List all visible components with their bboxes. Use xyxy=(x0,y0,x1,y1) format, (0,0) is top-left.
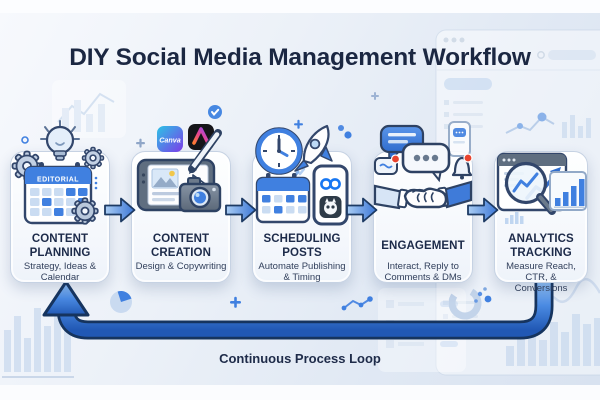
chat-notification-icon xyxy=(374,154,401,175)
background-bar-chart-left xyxy=(2,300,74,378)
calendar-grid xyxy=(30,188,88,216)
plus-mark-decoration xyxy=(136,138,145,148)
bell-notification-icon xyxy=(451,153,473,180)
gear-icon xyxy=(71,197,99,225)
pie-chart-decoration xyxy=(110,291,132,313)
bar-chart-panel xyxy=(549,171,587,211)
clock-rocket-calendar-phone-icon xyxy=(255,119,349,226)
dot-decoration xyxy=(344,131,352,139)
flow-arrow-right-icon xyxy=(346,197,378,223)
step-card-scheduling-posts: SCHEDULING POSTS Automate Publishing & T… xyxy=(252,119,352,284)
step-card-content-creation: Canva xyxy=(131,124,231,283)
mini-bars-decoration xyxy=(505,212,524,224)
mini-calendar xyxy=(255,173,311,224)
step-subtitle: Design & Copywriting xyxy=(135,261,227,272)
handshake-icon xyxy=(373,180,473,210)
dot-decoration xyxy=(338,125,344,131)
hootsuite-logo-icon xyxy=(319,196,342,218)
canva-badge-icon: Canva xyxy=(157,126,183,152)
step-title: ANALYTICS TRACKING xyxy=(508,233,574,259)
handshake-chat-bubbles-icon xyxy=(373,121,473,210)
flow-arrow-right-icon xyxy=(225,197,257,223)
flow-arrow-right-icon xyxy=(104,197,136,223)
flow-arrow-right-icon xyxy=(467,197,499,223)
plus-sparkle-icon xyxy=(294,119,303,129)
camera-icon xyxy=(178,177,222,213)
magnifier-growth-charts-icon xyxy=(496,152,587,224)
loop-arrowhead-up-icon xyxy=(42,280,90,317)
meta-logo-icon xyxy=(320,178,341,190)
plus-mark-decoration xyxy=(230,296,241,308)
step-subtitle: Interact, Reply to Comments & DMs xyxy=(384,261,462,284)
canva-label: Canva xyxy=(159,136,181,145)
loop-label: Continuous Process Loop xyxy=(219,351,381,366)
scatter-dots-decoration xyxy=(474,287,492,303)
calendar-label: EDITORIAL xyxy=(37,177,79,184)
editorial-calendar-gears-lightbulb-icon: EDITORIAL xyxy=(11,120,105,225)
step-title: ENGAGEMENT xyxy=(381,239,465,252)
step-subtitle: Strategy, Ideas & Calendar xyxy=(23,261,97,284)
background-bar-chart-right xyxy=(506,314,600,366)
step-subtitle: Measure Reach, CTR, & Conversions xyxy=(506,261,576,295)
step-card-content-planning: EDITORIAL CONTENT PLANNING xyxy=(10,120,110,284)
line-chart-decoration xyxy=(341,296,373,311)
clock-icon xyxy=(255,127,303,175)
step-title: CONTENT PLANNING xyxy=(29,233,91,259)
plus-mark-decoration xyxy=(371,92,379,100)
checkmark-badge-decoration xyxy=(208,105,222,119)
rocket-icon xyxy=(289,124,333,182)
step-card-analytics-tracking: ANALYTICS TRACKING Measure Reach, CTR, &… xyxy=(494,151,588,294)
donut-chart-decoration xyxy=(448,286,482,320)
background-chart-panel xyxy=(52,80,126,138)
phone-icon xyxy=(312,164,349,226)
bottom-margin xyxy=(0,385,600,400)
step-title: CONTENT CREATION xyxy=(150,233,211,259)
ring-dot-decoration xyxy=(21,136,29,144)
phone-chat-icon xyxy=(448,121,471,157)
lightbulb-icon xyxy=(40,120,80,161)
design-tablet-pen-camera-icon: Canva xyxy=(136,124,222,213)
pen-icon xyxy=(188,129,222,174)
page-title: DIY Social Media Management Workflow xyxy=(69,44,531,71)
gear-icon xyxy=(81,146,105,170)
speech-bubble-dots-icon xyxy=(401,142,451,183)
step-title: SCHEDULING POSTS xyxy=(263,233,341,259)
step-subtitle: Automate Publishing & Timing xyxy=(258,261,346,284)
step-card-engagement: ENGAGEMENT Interact, Reply to Comments &… xyxy=(373,121,473,284)
magnifier-icon xyxy=(504,161,556,215)
